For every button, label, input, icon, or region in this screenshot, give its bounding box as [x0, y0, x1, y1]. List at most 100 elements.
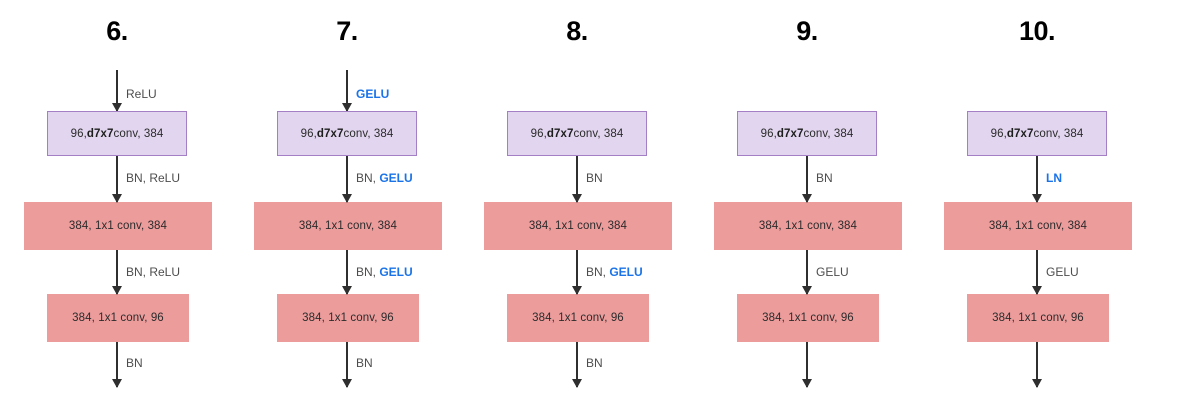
flow-arrow-1	[342, 156, 352, 203]
block-text: 384, 1x1 conv, 384	[988, 220, 1088, 232]
edge-label-input: ReLU	[126, 88, 157, 100]
edge-label-a: BN	[586, 172, 603, 184]
edge-label-blue-part: GELU	[379, 171, 413, 185]
column-header: 8.	[566, 16, 588, 46]
edge-label-b: GELU	[816, 266, 849, 278]
pointwise-conv-block-expand: 384, 1x1 conv, 384	[944, 202, 1132, 250]
block-text-prefix: 96,	[70, 127, 87, 140]
edge-label-gray-part: BN	[356, 356, 373, 370]
flow-arrow-output	[342, 342, 352, 388]
flow-arrow-2	[572, 250, 582, 295]
block-text: 384, 1x1 conv, 96	[302, 312, 394, 324]
block-text-kernel: d7x7	[86, 127, 114, 140]
flow-arrow-1	[802, 156, 812, 203]
pointwise-conv-block-project: 384, 1x1 conv, 96	[507, 294, 649, 342]
block-text: 384, 1x1 conv, 96	[72, 312, 164, 324]
edge-label-gray-part: BN	[816, 171, 833, 185]
depthwise-conv-block: 96, d7x7 conv, 384	[737, 111, 877, 156]
edge-label-gray-part: ReLU	[126, 87, 157, 101]
flow-arrow-1	[112, 156, 122, 203]
column-header: 10.	[1018, 16, 1056, 46]
flow-arrow-2	[112, 250, 122, 295]
edge-label-gray-part: BN	[586, 171, 603, 185]
block-text-kernel: d7x7	[316, 127, 344, 140]
depthwise-conv-block: 96, d7x7 conv, 384	[277, 111, 417, 156]
edge-label-a: LN	[1046, 172, 1062, 184]
edge-label-blue-part: LN	[1046, 171, 1062, 185]
block-text: 384, 1x1 conv, 384	[68, 220, 168, 232]
edge-label-a: BN, ReLU	[126, 172, 180, 184]
edge-label-bottom: BN	[586, 357, 603, 369]
depthwise-conv-block: 96, d7x7 conv, 384	[47, 111, 187, 156]
block-column-5: 10. 96, d7x7 conv, 384 384, 1x1 conv, 384 3…	[922, 0, 1152, 400]
block-text: 384, 1x1 conv, 96	[762, 312, 854, 324]
block-text-prefix: 96,	[760, 127, 777, 140]
block-text: 384, 1x1 conv, 96	[992, 312, 1084, 324]
edge-label-blue-part: GELU	[356, 87, 390, 101]
edge-label-gray-part: GELU	[1046, 265, 1079, 279]
block-column-4: 9. 96, d7x7 conv, 384 384, 1x1 conv, 384 38…	[692, 0, 922, 400]
block-text-kernel: d7x7	[776, 127, 804, 140]
flow-arrow-2	[802, 250, 812, 295]
edge-label-gray-part: BN, ReLU	[126, 265, 181, 279]
column-header: 9.	[796, 16, 818, 46]
flow-arrow-output	[572, 342, 582, 388]
flow-arrow-1	[572, 156, 582, 203]
block-text-prefix: 96,	[990, 127, 1007, 140]
block-column-1: 6. ReLU 96, d7x7 conv, 384 384, 1x1 conv, 3…	[2, 0, 232, 400]
pointwise-conv-block-expand: 384, 1x1 conv, 384	[24, 202, 212, 250]
block-column-3: 8. 96, d7x7 conv, 384 384, 1x1 conv, 384 38…	[462, 0, 692, 400]
block-column-2: 7. GELU 96, d7x7 conv, 384 384, 1x1 conv, 3…	[232, 0, 462, 400]
block-text: 384, 1x1 conv, 384	[758, 220, 858, 232]
edge-label-gray-part: BN,	[356, 171, 380, 185]
flow-arrow-output	[1032, 342, 1042, 388]
edge-label-gray-part: BN, ReLU	[126, 171, 181, 185]
block-text-suffix: conv, 384	[1033, 127, 1084, 140]
edge-label-blue-part: GELU	[609, 265, 643, 279]
pointwise-conv-block-expand: 384, 1x1 conv, 384	[254, 202, 442, 250]
depthwise-conv-block: 96, d7x7 conv, 384	[967, 111, 1107, 156]
block-text: 384, 1x1 conv, 96	[532, 312, 624, 324]
edge-label-gray-part: BN	[126, 356, 143, 370]
block-text-kernel: d7x7	[1006, 127, 1034, 140]
edge-label-b: BN, ReLU	[126, 266, 180, 278]
block-text-prefix: 96,	[530, 127, 547, 140]
edge-label-b: GELU	[1046, 266, 1079, 278]
edge-label-a: BN, GELU	[356, 172, 413, 184]
edge-label-gray-part: BN,	[356, 265, 380, 279]
block-text-suffix: conv, 384	[803, 127, 854, 140]
pointwise-conv-block-project: 384, 1x1 conv, 96	[967, 294, 1109, 342]
depthwise-conv-block: 96, d7x7 conv, 384	[507, 111, 647, 156]
flow-arrow-1	[1032, 156, 1042, 203]
edge-label-gray-part: BN	[586, 356, 603, 370]
block-text-suffix: conv, 384	[343, 127, 394, 140]
block-text: 384, 1x1 conv, 384	[528, 220, 628, 232]
edge-label-b: BN, GELU	[356, 266, 413, 278]
edge-label-gray-part: GELU	[816, 265, 849, 279]
edge-label-blue-part: GELU	[379, 265, 413, 279]
column-header: 6.	[106, 16, 128, 46]
column-header: 7.	[336, 16, 358, 46]
flow-arrow-input	[342, 70, 352, 112]
pointwise-conv-block-project: 384, 1x1 conv, 96	[47, 294, 189, 342]
block-text-kernel: d7x7	[546, 127, 574, 140]
edge-label-gray-part: BN,	[586, 265, 610, 279]
flow-arrow-output	[112, 342, 122, 388]
block-text-suffix: conv, 384	[113, 127, 164, 140]
pointwise-conv-block-project: 384, 1x1 conv, 96	[737, 294, 879, 342]
block-text-suffix: conv, 384	[573, 127, 624, 140]
edge-label-b: BN, GELU	[586, 266, 643, 278]
pointwise-conv-block-expand: 384, 1x1 conv, 384	[714, 202, 902, 250]
edge-label-bottom: BN	[356, 357, 373, 369]
edge-label-input: GELU	[356, 88, 389, 100]
flow-arrow-input	[112, 70, 122, 112]
block-text: 384, 1x1 conv, 384	[298, 220, 398, 232]
pointwise-conv-block-expand: 384, 1x1 conv, 384	[484, 202, 672, 250]
pointwise-conv-block-project: 384, 1x1 conv, 96	[277, 294, 419, 342]
block-text-prefix: 96,	[300, 127, 317, 140]
edge-label-bottom: BN	[126, 357, 143, 369]
flow-arrow-2	[1032, 250, 1042, 295]
edge-label-a: BN	[816, 172, 833, 184]
flow-arrow-output	[802, 342, 812, 388]
